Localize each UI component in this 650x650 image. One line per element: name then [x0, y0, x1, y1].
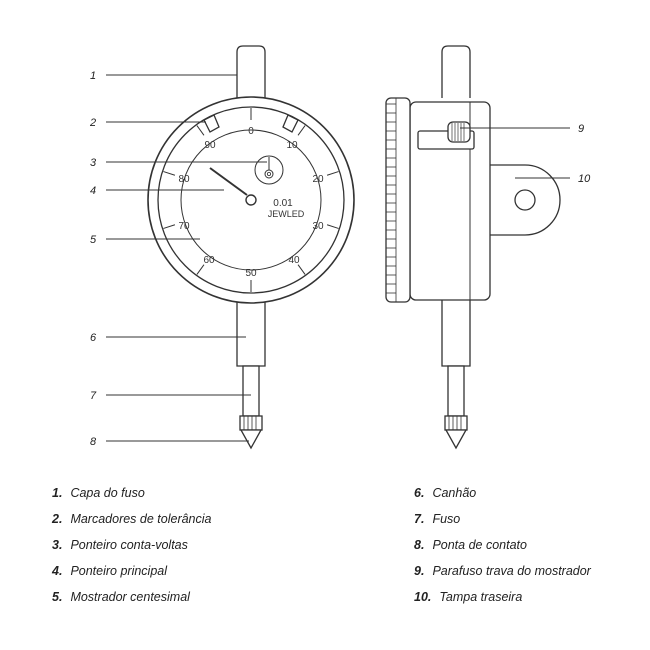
- legend-number: 10.: [414, 590, 432, 604]
- main-pointer-hub: [245, 194, 257, 206]
- legend-number: 2.: [52, 512, 63, 526]
- legend-label: Capa do fuso: [70, 486, 145, 500]
- dial-tick: [326, 171, 339, 176]
- front-view: [147, 45, 355, 450]
- callout-numbers: 1 2 3 4 5 6 7 8 9 10: [89, 70, 591, 448]
- dial-tick: [297, 125, 306, 136]
- contact-tip: [239, 429, 263, 450]
- dial-number-60: 60: [203, 255, 215, 266]
- legend-item: 8. Ponta de contato: [414, 538, 527, 552]
- legend-number: 3.: [52, 538, 63, 552]
- back-cover-lug-hole: [514, 189, 536, 211]
- dial-inner-ring: [180, 129, 322, 271]
- dial-number-10: 10: [286, 140, 298, 151]
- legend-number: 7.: [414, 512, 425, 526]
- side-knurl-lines: [448, 416, 462, 430]
- dial-ticks: [163, 108, 339, 292]
- callout-9: 9: [578, 123, 584, 135]
- dial-number-70: 70: [178, 221, 190, 232]
- callout-10: 10: [578, 173, 591, 185]
- spindle-cap: [236, 45, 266, 98]
- legend-item: 2. Marcadores de tolerância: [52, 512, 211, 526]
- legend-label: Ponta de contato: [432, 538, 527, 552]
- dial-tick: [326, 224, 339, 229]
- dial-number-50: 50: [245, 268, 257, 279]
- dial-number-30: 30: [312, 221, 324, 232]
- dial-number-90: 90: [204, 140, 216, 151]
- lock-screw-head: [447, 121, 471, 143]
- side-contact-tip: [444, 429, 468, 450]
- legend-item: 5. Mostrador centesimal: [52, 590, 190, 604]
- side-view: [385, 45, 561, 450]
- spindle: [242, 365, 260, 417]
- bezel-knurl: [386, 103, 396, 294]
- callout-8: 8: [90, 436, 97, 448]
- legend-item: 9. Parafuso trava do mostrador: [414, 564, 591, 578]
- dial-number-0: 0: [248, 126, 254, 137]
- side-bezel: [385, 97, 411, 303]
- callout-4: 4: [90, 185, 96, 197]
- legend-label: Canhão: [432, 486, 477, 500]
- callout-6: 6: [90, 332, 97, 344]
- legend: 1. Capa do fuso 2. Marcadores de tolerânci…: [0, 478, 650, 618]
- screw-knurl: [451, 123, 465, 141]
- legend-label: Tampa traseira: [439, 590, 523, 604]
- callout-2: 2: [89, 117, 96, 129]
- dial-tick: [196, 125, 205, 136]
- legend-item: 10. Tampa traseira: [414, 590, 522, 604]
- tolerance-marker-left: [203, 114, 220, 133]
- callout-3: 3: [90, 157, 97, 169]
- legend-item: 1. Capa do fuso: [52, 486, 145, 500]
- callout-1: 1: [90, 70, 96, 82]
- revolution-counter-dial: [254, 155, 284, 185]
- legend-label: Ponteiro conta-voltas: [70, 538, 188, 552]
- dial-number-40: 40: [288, 255, 300, 266]
- callout-lines: [106, 74, 570, 442]
- dial-indicator-diagram: 0 10 20 30 40 50 60 70 80 90 0.01 JEWLED: [89, 45, 591, 450]
- dial-resolution: 0.01: [273, 198, 293, 209]
- dial-number-80: 80: [178, 174, 190, 185]
- legend-label: Marcadores de tolerância: [70, 512, 212, 526]
- legend-number: 4.: [52, 564, 63, 578]
- legend-item: 6. Canhão: [414, 486, 476, 500]
- dial-tick: [297, 264, 306, 275]
- side-contact-knurl: [444, 415, 468, 431]
- legend-label: Parafuso trava do mostrador: [432, 564, 591, 578]
- side-spindle: [447, 365, 465, 417]
- legend-number: 5.: [52, 590, 63, 604]
- bezel-inner: [157, 106, 345, 294]
- legend-item: 4. Ponteiro principal: [52, 564, 167, 578]
- callout-5: 5: [90, 234, 97, 246]
- dial-tick: [163, 224, 176, 229]
- legend-number: 8.: [414, 538, 425, 552]
- side-spindle-cap: [441, 45, 471, 98]
- contact-knurl: [239, 415, 263, 431]
- dial-numbers: 0 10 20 30 40 50 60 70 80 90: [178, 126, 324, 279]
- callout-7: 7: [90, 390, 97, 402]
- dial-tick: [163, 171, 176, 176]
- main-pointer: [209, 167, 248, 196]
- dial-number-20: 20: [312, 174, 324, 185]
- legend-item: 3. Ponteiro conta-voltas: [52, 538, 188, 552]
- side-stem: [441, 300, 471, 367]
- dial-jewel-label: JEWLED: [268, 209, 305, 219]
- legend-number: 6.: [414, 486, 425, 500]
- tolerance-marker-right: [282, 114, 299, 133]
- knurl-lines: [243, 416, 257, 430]
- legend-number: 9.: [414, 564, 425, 578]
- legend-item: 7. Fuso: [414, 512, 460, 526]
- stem: [236, 300, 266, 367]
- legend-number: 1.: [52, 486, 63, 500]
- legend-label: Fuso: [432, 512, 461, 526]
- revolution-counter-hub-inner: [266, 171, 271, 176]
- legend-label: Ponteiro principal: [70, 564, 168, 578]
- dial-tick: [196, 264, 205, 275]
- legend-label: Mostrador centesimal: [70, 590, 190, 604]
